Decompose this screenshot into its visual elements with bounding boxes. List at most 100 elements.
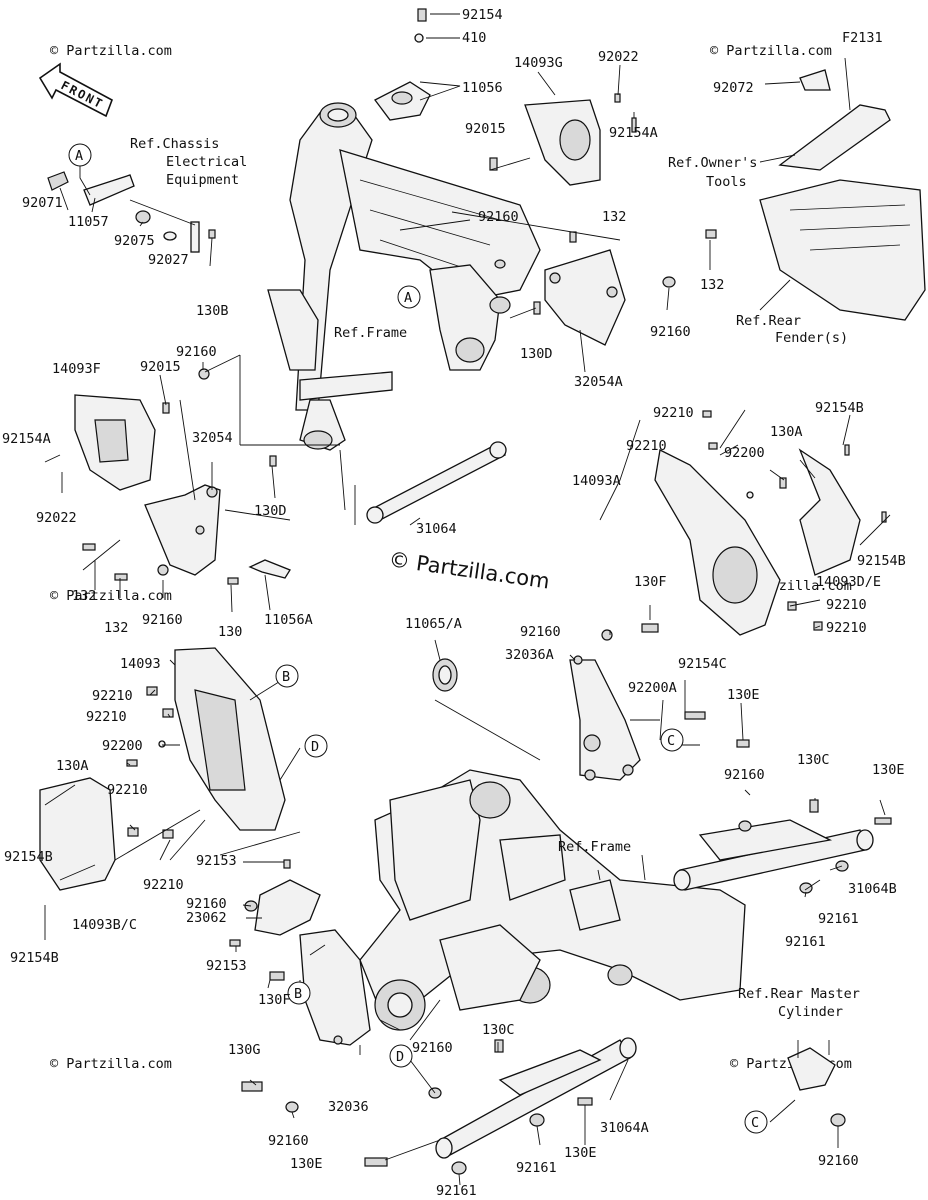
part-label: 92154B (857, 553, 906, 569)
upper-frame-drawing (267, 8, 717, 524)
part-label: 92071 (22, 195, 63, 211)
watermark: © Partzilla.com (50, 1056, 172, 1072)
part-label: 92210 (653, 405, 694, 421)
part-label: 92200 (102, 738, 143, 754)
part-label: 92160 (176, 344, 217, 360)
ref-owners-tools-line2: Tools (706, 174, 747, 190)
callout-label: B (282, 669, 290, 685)
part-label: 92210 (626, 438, 667, 454)
part-label: 14093 (120, 656, 161, 672)
ref-frame-bottom: Ref.Frame (558, 839, 631, 855)
ref-chassis-line3: Equipment (166, 172, 239, 188)
callout-b-bracket: B (287, 981, 311, 1005)
part-label: 130A (770, 424, 803, 440)
part-label: 130A (56, 758, 89, 774)
watermark: © Partzilla.com (710, 43, 832, 59)
part-label: 14093F (52, 361, 101, 377)
copyright-center: © Partzilla.com (387, 547, 551, 593)
callout-label: A (75, 148, 83, 164)
callout-d-cover: D (304, 734, 328, 758)
part-label: 92075 (114, 233, 155, 249)
part-label: 92210 (826, 597, 867, 613)
part-label: 92200 (724, 445, 765, 461)
callout-label: D (396, 1049, 404, 1065)
callout-label: B (294, 986, 302, 1002)
right-cover-parts (654, 410, 887, 636)
part-label: 130F (634, 574, 667, 590)
part-label: 92154A (609, 125, 658, 141)
part-label: 130F (258, 992, 291, 1008)
part-label: 92161 (818, 911, 859, 927)
lower-frame-drawing (39, 623, 892, 1175)
part-label: 130G (228, 1042, 261, 1058)
part-label: 31064A (600, 1120, 649, 1136)
part-label: 92027 (148, 252, 189, 268)
chassis-electrical-parts (47, 171, 216, 253)
part-label: 92015 (465, 121, 506, 137)
part-label: 92210 (826, 620, 867, 636)
part-label: 92153 (206, 958, 247, 974)
part-label: 32036A (505, 647, 554, 663)
part-label: 11056 (462, 80, 503, 96)
part-label: 92154B (4, 849, 53, 865)
part-label: 92161 (436, 1183, 477, 1199)
front-arrow-icon: FRONT (38, 62, 113, 118)
part-label: 130E (290, 1156, 323, 1172)
part-number-labels: 92154 410 11056 14093G 92022 92154A 9201… (2, 7, 906, 1199)
part-label: 14093D/E (816, 574, 881, 590)
ref-chassis-line2: Electrical (166, 154, 247, 170)
callout-label: C (667, 733, 675, 749)
part-label: 130B (196, 303, 229, 319)
part-label: 92154C (678, 656, 727, 672)
part-label: 132 (72, 588, 96, 604)
ref-frame-top: Ref.Frame (334, 325, 407, 341)
part-label: 92153 (196, 853, 237, 869)
callout-c-plate: C (660, 728, 684, 752)
part-label: 92154B (815, 400, 864, 416)
part-label: 14093G (514, 55, 563, 71)
callout-c-master-cylinder: C (744, 1110, 768, 1134)
ref-chassis-line1: Ref.Chassis (130, 136, 219, 152)
ref-master-cylinder-line2: Cylinder (778, 1004, 843, 1020)
part-label: 31064 (416, 521, 457, 537)
callout-a-frame: A (397, 285, 421, 309)
part-label: 92160 (142, 612, 183, 628)
part-label: 11056A (264, 612, 313, 628)
part-label: 92161 (516, 1160, 557, 1176)
part-label: 32054 (192, 430, 233, 446)
part-label: 32054A (574, 374, 623, 390)
part-label: 92072 (713, 80, 754, 96)
part-label: 92160 (478, 209, 519, 225)
part-label: 130 (218, 624, 242, 640)
part-label: 92160 (724, 767, 765, 783)
callout-label: A (404, 290, 412, 306)
part-label: 130E (872, 762, 905, 778)
watermark: © Partzilla.com (50, 588, 172, 604)
part-label: 92160 (520, 624, 561, 640)
part-label: 92154B (10, 950, 59, 966)
part-label: 14093A (572, 473, 621, 489)
part-label: 92154 (462, 7, 503, 23)
part-label: 92022 (598, 49, 639, 65)
part-label: 92210 (107, 782, 148, 798)
part-label: 11057 (68, 214, 109, 230)
part-label: 130C (797, 752, 830, 768)
part-label: 92160 (412, 1040, 453, 1056)
part-label: 23062 (186, 910, 227, 926)
ref-rear-fender-line2: Fender(s) (775, 330, 848, 346)
callout-d-lower: D (389, 1044, 413, 1068)
rear-fender-drawing (759, 69, 926, 321)
part-label: 92210 (92, 688, 133, 704)
ref-master-cylinder-line1: Ref.Rear Master (738, 986, 860, 1002)
part-label: 132 (104, 620, 128, 636)
leader-lines (39, 13, 891, 1186)
left-upper-parts (74, 368, 291, 585)
part-label: 130C (482, 1022, 515, 1038)
part-label: 132 (602, 209, 626, 225)
part-label: 92160 (650, 324, 691, 340)
part-label: 31064B (848, 881, 897, 897)
part-label: 92210 (86, 709, 127, 725)
part-label: 130D (254, 503, 287, 519)
callout-b-cover: B (275, 664, 299, 688)
